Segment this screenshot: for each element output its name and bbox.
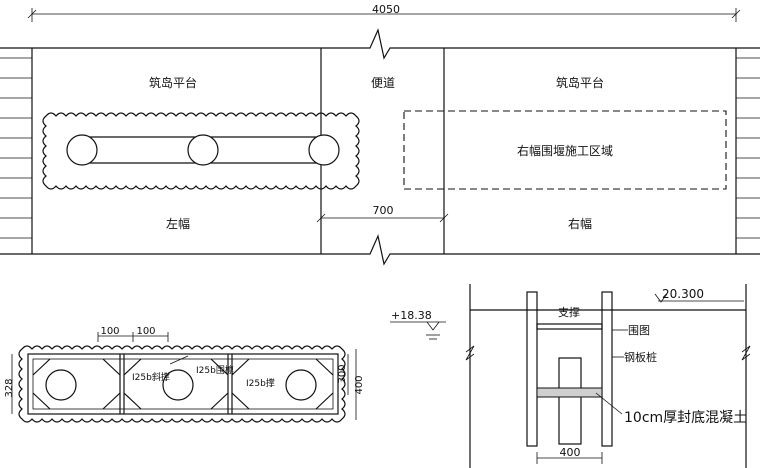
- brace-a-label: I25b斜撑: [132, 371, 170, 383]
- plan-top-edge: [0, 28, 760, 60]
- right-zone-label: 右幅围堰施工区域: [517, 143, 613, 158]
- water-level-triangle: [426, 321, 440, 331]
- dim-300: 300: [337, 364, 348, 383]
- pile-circle-1: [66, 134, 98, 166]
- right-platform-label: 筑岛平台: [556, 75, 604, 90]
- top-plan: 4050: [0, 3, 760, 266]
- dim-328: 328: [4, 378, 15, 397]
- trestle-dim-slash-right: [439, 213, 449, 223]
- waling-label: 围图: [628, 324, 650, 337]
- plan-bottom-edge: [0, 234, 760, 266]
- seal-concrete-label: 10cm厚封底混凝土: [624, 410, 747, 426]
- seal-concrete-layer: [536, 387, 603, 398]
- dim-slash-left: [27, 9, 37, 19]
- right-span-label: 右幅: [568, 216, 592, 231]
- right-zone-box: [403, 110, 727, 190]
- left-platform-label: 筑岛平台: [149, 75, 197, 90]
- support-label: 支撑: [558, 305, 580, 319]
- water-level-label: +18.38: [391, 309, 432, 322]
- brace-a-leader: [169, 355, 189, 365]
- support-strut: [536, 323, 603, 330]
- brace-c-label: I25b撑: [246, 377, 275, 389]
- brace-b-label: I25b围檩: [196, 364, 234, 376]
- break-mark-right: [741, 345, 751, 361]
- section-width-dim: 400: [560, 446, 581, 459]
- bracing-pile-2: [162, 369, 194, 401]
- trestle-label: 便道: [371, 76, 395, 90]
- sheet-pile-label: 钢板桩: [624, 350, 657, 364]
- sheet-pile-right: [601, 291, 613, 447]
- overall-dimension: 4050: [372, 3, 400, 16]
- cofferdam-bracing-plan: 100 100 I25b斜撑 I25b围檩 I25b撑 32: [4, 326, 365, 423]
- trestle-width-dim: 700: [373, 204, 394, 217]
- cofferdam-section: +18.38 20.300 支撑 围图 钢板桩 10cm厚封底混凝土: [390, 284, 751, 468]
- trestle-dim-slash-left: [316, 213, 326, 223]
- top-level-label: 20.300: [662, 287, 704, 301]
- dim-400: 400: [354, 375, 365, 394]
- sheet-pile-left: [526, 291, 538, 447]
- waling-frame-outer: [27, 353, 339, 415]
- pile-circle-2: [187, 134, 219, 166]
- pile-circle-3: [308, 134, 340, 166]
- right-edge-hatching: [736, 57, 760, 239]
- dim-slash-right: [731, 9, 741, 19]
- bracing-pile-3: [285, 369, 317, 401]
- dim-100-b: 100: [136, 326, 155, 337]
- bracing-pile-1: [45, 369, 77, 401]
- seal-leader: [595, 392, 623, 415]
- left-cofferdam-outline: [42, 112, 360, 190]
- section-pile: [558, 357, 582, 445]
- left-span-label: 左幅: [166, 216, 190, 231]
- dim-100-a: 100: [100, 326, 119, 337]
- cofferdam-sheet-pile: [18, 345, 346, 423]
- top-level-triangle: [654, 293, 668, 303]
- waling-frame-inner: [32, 358, 334, 410]
- left-edge-hatching: [0, 57, 32, 239]
- break-mark-left: [465, 345, 475, 361]
- diagonal-braces: [32, 358, 334, 410]
